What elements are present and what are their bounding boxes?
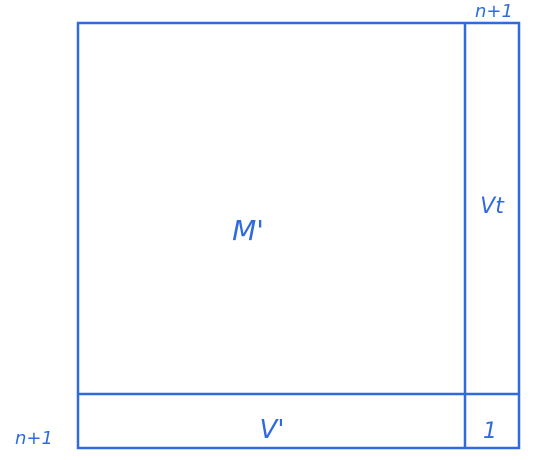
outer-matrix-frame xyxy=(76,21,521,450)
main-block-label: M' xyxy=(232,214,264,247)
bottom-row-label: V' xyxy=(260,415,285,445)
right-column-label: Vt xyxy=(480,194,505,219)
top-dimension-label: n+1 xyxy=(475,1,513,22)
left-dimension-label: n+1 xyxy=(15,428,53,449)
corner-cell-label: 1 xyxy=(483,419,497,444)
